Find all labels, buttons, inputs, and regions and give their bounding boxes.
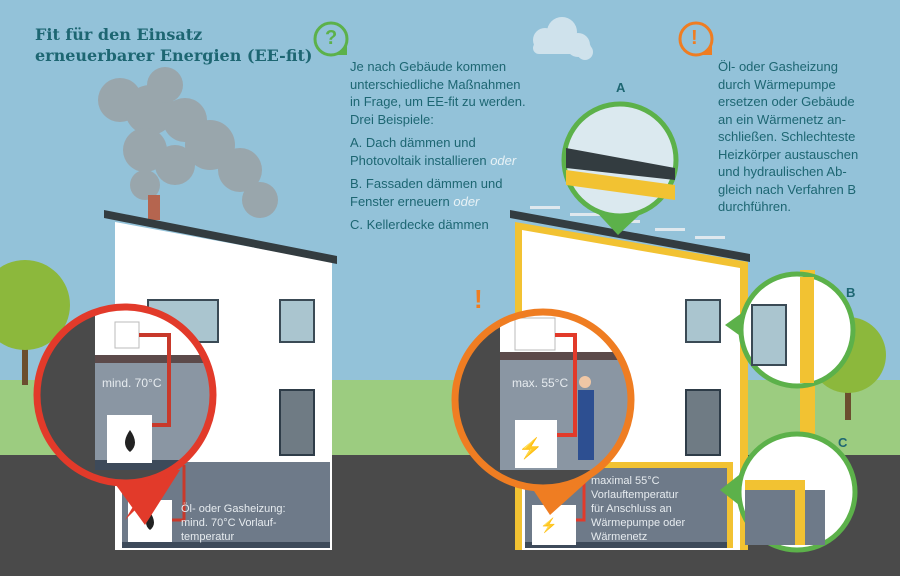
chimney (148, 195, 160, 220)
option-b: B. Fassaden dämmen und (350, 176, 503, 191)
label-c: C (838, 435, 848, 450)
window (685, 299, 721, 343)
pipe (172, 465, 186, 522)
technician (578, 390, 594, 460)
text-line: durch Wärmepumpe (718, 76, 836, 92)
text-line: schließen. Schlechteste (718, 129, 856, 144)
text-line: Fenster erneuern (350, 193, 450, 209)
smoke (98, 67, 278, 218)
plug-icon: ⚡ (540, 517, 557, 534)
text-line: durchführen. (718, 199, 791, 214)
zoom-circle-b (725, 271, 856, 389)
text-line: gleich nach Verfahren B (718, 181, 857, 197)
zoom-circle-a (561, 101, 679, 235)
oil-drop-icon (125, 430, 135, 452)
option-a: A. Dach dämmen und (350, 135, 476, 150)
text-line: Je nach Gebäude kommen (350, 59, 507, 74)
oder: oder (453, 193, 480, 209)
text-line: Vorlauftemperatur (591, 489, 679, 501)
text-line: an ein Wärmenetz an- (718, 111, 846, 127)
text-line: Heizkörper austauschen (718, 146, 859, 162)
text-line: in Frage, um EE-fit zu werden. (350, 94, 526, 109)
floor (122, 542, 330, 548)
text-line: und hydraulischen Ab- (718, 164, 847, 179)
heat-pump (532, 505, 576, 545)
text-line: temperatur (181, 531, 235, 543)
question-mark: ? (325, 27, 338, 49)
right-house-roof (510, 210, 750, 262)
title-line: Fit für den Einsatz (35, 25, 203, 44)
right-basement-text: maximal 55°C Vorlauftemperatur für Ansch… (591, 474, 685, 544)
question-icon (313, 21, 349, 57)
intro-text: Je nach Gebäude kommen unterschiedliche … (350, 58, 526, 234)
advice-text: Öl- oder Gasheizung durch Wärmepumpe ers… (718, 58, 858, 216)
right-zoom-temp: max. 55°C (512, 376, 569, 390)
title-line: erneuerbarer Energien (EE-fit) (35, 46, 313, 65)
left-basement-text: Öl- oder Gasheizung: mind. 70°C Vorlauf-… (181, 502, 286, 544)
text-line: Photovoltaik installieren (350, 152, 487, 168)
text-line: unterschiedliche Maßnahmen (350, 76, 521, 92)
window (279, 299, 315, 343)
exclamation-mark: ! (691, 27, 698, 49)
option-c: C. Kellerdecke dämmen (350, 217, 489, 232)
text-line: ersetzen oder Gebäude (718, 94, 855, 109)
text-line: Wärmenetz (591, 531, 648, 543)
zoom-circle-c (720, 431, 858, 553)
text-line: für Anschluss an (591, 503, 672, 515)
text-line: mind. 70°C Vorlauf- (181, 517, 277, 529)
left-zoom-temp: mind. 70°C (102, 376, 162, 390)
floor (525, 542, 727, 548)
exclamation-icon (678, 21, 714, 57)
text-line: Öl- oder Gasheizung (718, 59, 838, 74)
option-a-line2: Photovoltaik installieren oder (350, 152, 526, 170)
page-title: Fit für den Einsatz erneuerbarer Energie… (35, 24, 312, 66)
pipe (576, 470, 586, 522)
left-house-roof (104, 210, 337, 264)
label-a: A (616, 80, 626, 95)
option-b-line2: Fenster erneuern oder (350, 193, 526, 211)
cloud-icon (533, 17, 593, 60)
left-magnifier (33, 303, 217, 487)
label-b: B (846, 285, 856, 300)
tree-icon (0, 260, 70, 350)
radiator-icon (514, 317, 556, 351)
warning-exclamation: ! (474, 284, 483, 314)
right-magnifier (451, 308, 635, 492)
text-line: Öl- oder Gasheizung: (181, 503, 286, 515)
door (685, 389, 721, 456)
plug-icon: ⚡ (518, 436, 543, 460)
radiator-icon (114, 321, 140, 349)
door (279, 389, 315, 456)
oder: oder (490, 152, 517, 168)
tree-trunk (22, 320, 28, 385)
text-line: maximal 55°C (591, 475, 660, 487)
technician (579, 376, 591, 388)
text-line: Drei Beispiele: (350, 111, 434, 127)
text-line: Wärmepumpe oder (591, 517, 686, 529)
